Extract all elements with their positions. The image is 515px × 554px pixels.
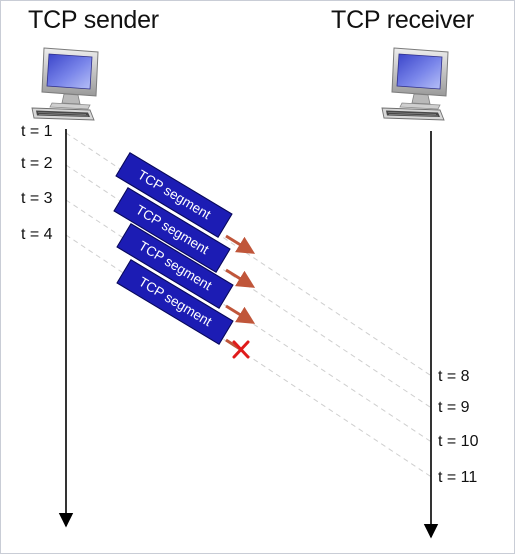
sender-time-label: t = 3 <box>21 190 53 207</box>
segment-arrow-2 <box>225 268 256 288</box>
receiver-title: TCP receiver <box>331 6 475 34</box>
sender-computer-icon <box>31 47 99 121</box>
receiver-time-label: t = 9 <box>438 399 470 416</box>
receiver-computer-icon <box>381 47 449 121</box>
receiver-time-label: t = 8 <box>438 368 470 385</box>
receiver-time-label: t = 10 <box>438 433 479 450</box>
receiver-time-label: t = 11 <box>438 469 478 486</box>
transit-line-4 <box>65 234 434 479</box>
sender-time-label: t = 2 <box>21 155 53 172</box>
segment-arrow-1 <box>225 234 256 254</box>
segment-arrow-3 <box>225 304 256 324</box>
sender-time-label: t = 4 <box>21 226 53 243</box>
sender-title: TCP sender <box>28 6 159 34</box>
sender-time-label: t = 1 <box>21 123 53 140</box>
red-x-icon <box>232 340 250 359</box>
